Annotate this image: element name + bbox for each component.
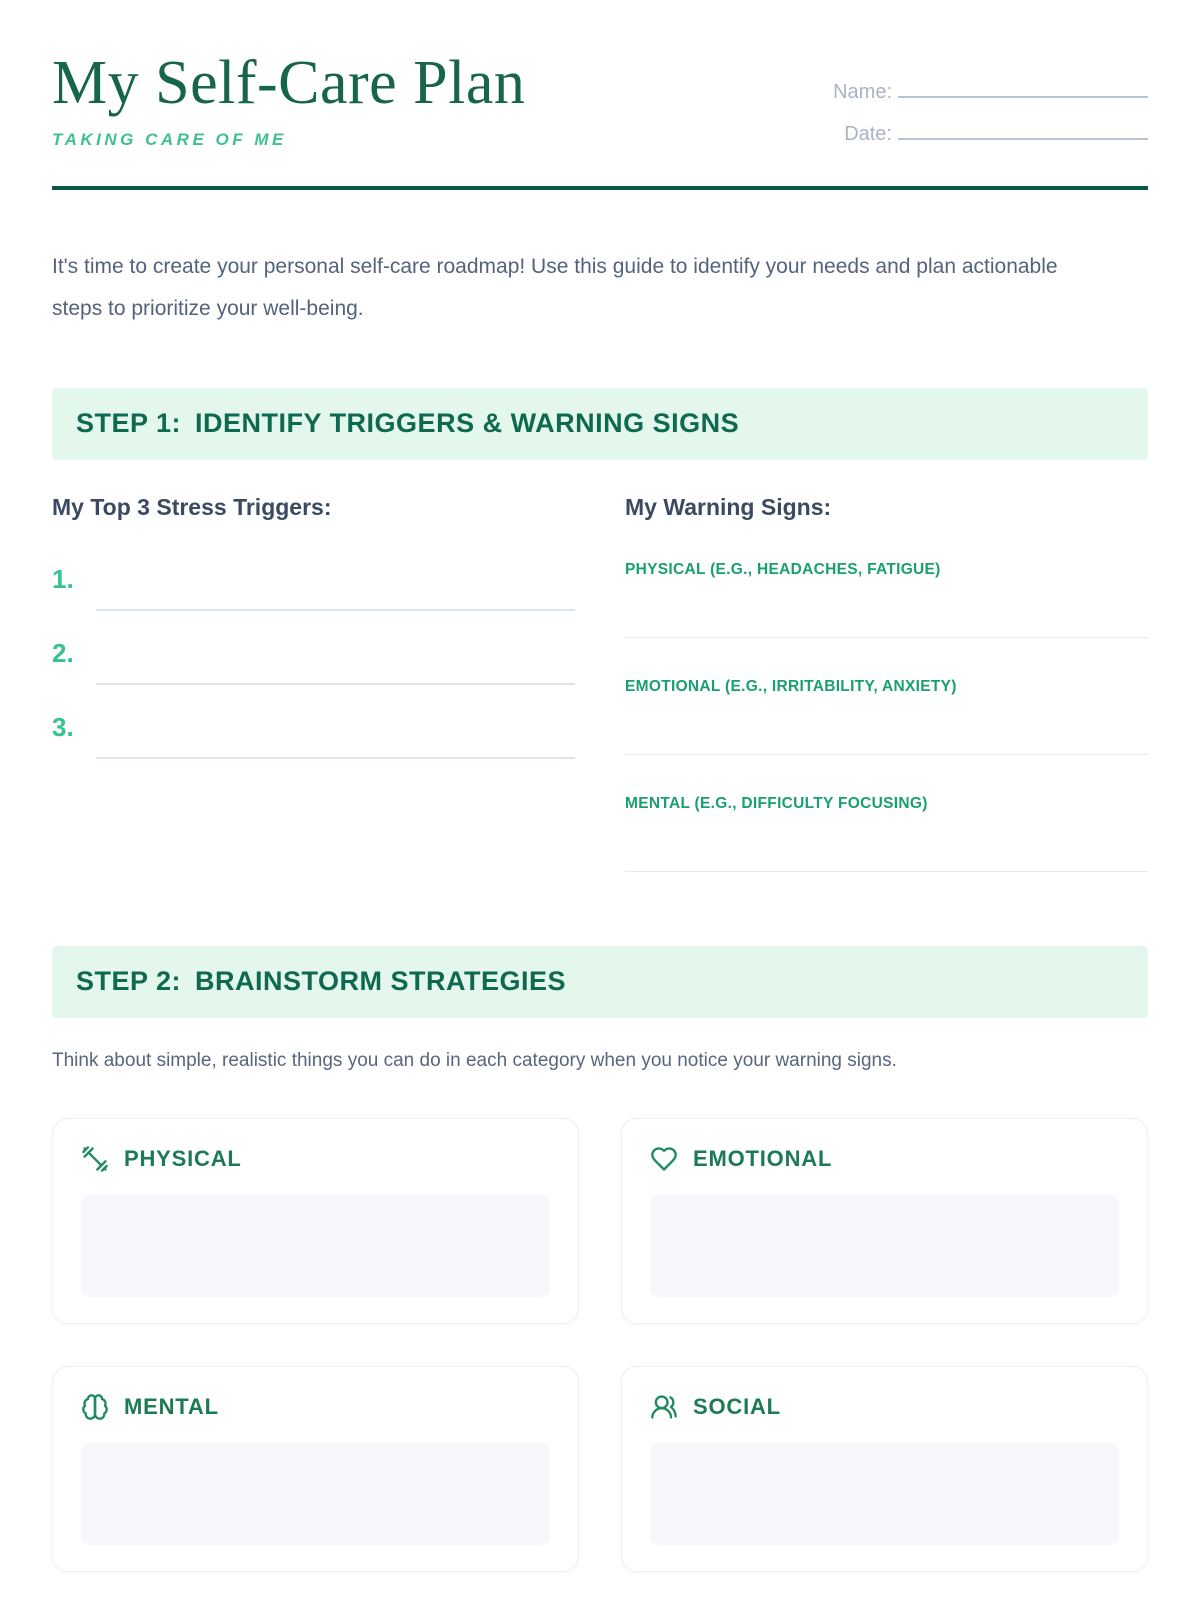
- warning-group: EMOTIONAL (E.G., IRRITABILITY, ANXIETY): [625, 678, 1148, 755]
- trigger-row: 2.: [52, 638, 575, 685]
- physical-write-area[interactable]: [81, 1195, 550, 1297]
- step1-header: STEP 1: IDENTIFY TRIGGERS & WARNING SIGNS: [52, 388, 1148, 460]
- warning-input-line[interactable]: [625, 871, 1148, 872]
- mental-write-area[interactable]: [81, 1443, 550, 1545]
- card-label: EMOTIONAL: [693, 1146, 833, 1171]
- step1-title: IDENTIFY TRIGGERS & WARNING SIGNS: [195, 408, 740, 438]
- brain-icon: [81, 1393, 109, 1421]
- date-label: Date:: [844, 123, 892, 145]
- step2-description: Think about simple, realistic things you…: [52, 1050, 897, 1071]
- dumbbell-icon: [81, 1145, 109, 1173]
- triggers-heading: My Top 3 Stress Triggers:: [52, 494, 332, 520]
- trigger-number: 3.: [52, 712, 74, 742]
- card-header: EMOTIONAL: [650, 1145, 1119, 1173]
- header-divider: [52, 186, 1148, 190]
- page-subtitle: TAKING CARE OF ME: [52, 130, 287, 149]
- card-header: PHYSICAL: [81, 1145, 550, 1173]
- trigger-row: 1.: [52, 564, 575, 611]
- step1-content: My Top 3 Stress Triggers: 1. 2. 3. My Wa…: [52, 494, 1148, 872]
- card-header: MENTAL: [81, 1393, 550, 1421]
- title-block: My Self-Care Plan TAKING CARE OF ME: [52, 52, 525, 150]
- warning-label-mental: MENTAL (E.G., DIFFICULTY FOCUSING): [625, 795, 928, 812]
- date-row: Date:: [833, 120, 1148, 146]
- card-label: SOCIAL: [693, 1394, 781, 1419]
- social-write-area[interactable]: [650, 1443, 1119, 1545]
- page-title: My Self-Care Plan: [52, 49, 526, 117]
- heart-icon: [650, 1145, 678, 1173]
- date-input-line[interactable]: [898, 120, 1148, 140]
- card-social: SOCIAL: [621, 1366, 1148, 1572]
- warnings-column: My Warning Signs: PHYSICAL (E.G., HEADAC…: [625, 494, 1148, 872]
- triggers-column: My Top 3 Stress Triggers: 1. 2. 3.: [52, 494, 575, 872]
- name-input-line[interactable]: [898, 78, 1148, 98]
- warnings-heading: My Warning Signs:: [625, 494, 832, 520]
- warning-group: PHYSICAL (E.G., HEADACHES, FATIGUE): [625, 561, 1148, 638]
- card-physical: PHYSICAL: [52, 1118, 579, 1324]
- warning-label-emotional: EMOTIONAL (E.G., IRRITABILITY, ANXIETY): [625, 678, 957, 695]
- card-label: MENTAL: [124, 1394, 219, 1419]
- warning-input-line[interactable]: [625, 754, 1148, 755]
- name-row: Name:: [833, 78, 1148, 104]
- warning-group: MENTAL (E.G., DIFFICULTY FOCUSING): [625, 795, 1148, 872]
- warning-label-physical: PHYSICAL (E.G., HEADACHES, FATIGUE): [625, 561, 941, 578]
- trigger-input-line[interactable]: [96, 757, 575, 759]
- users-icon: [650, 1393, 678, 1421]
- trigger-input-line[interactable]: [96, 609, 575, 611]
- step2-label: STEP 2:: [76, 966, 182, 996]
- step2-header: STEP 2: BRAINSTORM STRATEGIES: [52, 946, 1148, 1018]
- name-label: Name:: [833, 81, 892, 103]
- card-header: SOCIAL: [650, 1393, 1119, 1421]
- card-label: PHYSICAL: [124, 1146, 242, 1171]
- card-mental: MENTAL: [52, 1366, 579, 1572]
- header: My Self-Care Plan TAKING CARE OF ME Name…: [52, 52, 1148, 162]
- emotional-write-area[interactable]: [650, 1195, 1119, 1297]
- intro-paragraph: It's time to create your personal self-c…: [52, 255, 1058, 320]
- step2-title: BRAINSTORM STRATEGIES: [195, 966, 567, 996]
- step1-label: STEP 1:: [76, 408, 182, 438]
- strategy-cards: PHYSICAL EMOTIONAL: [52, 1118, 1148, 1572]
- trigger-number: 2.: [52, 638, 74, 668]
- warning-input-line[interactable]: [625, 637, 1148, 638]
- trigger-input-line[interactable]: [96, 683, 575, 685]
- trigger-row: 3.: [52, 712, 575, 759]
- card-emotional: EMOTIONAL: [621, 1118, 1148, 1324]
- name-date-block: Name: Date:: [833, 78, 1148, 162]
- trigger-number: 1.: [52, 564, 74, 594]
